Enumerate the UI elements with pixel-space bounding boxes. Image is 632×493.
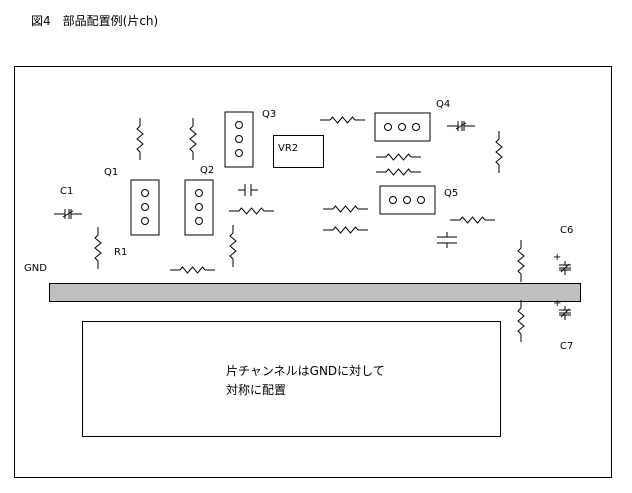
resistor-below-gnd-right: [517, 299, 525, 343]
note-line-2: 対称に配置: [226, 383, 287, 397]
resistor-left-q5-1: [322, 205, 369, 213]
vr2-label: VR2: [278, 143, 298, 154]
q4-label: Q4: [436, 99, 450, 110]
c6-plus: +: [553, 252, 561, 263]
q1-label: Q1: [104, 167, 118, 178]
resistor-near-gnd-left: [169, 266, 216, 274]
q3-label: Q3: [262, 109, 276, 120]
c1-capacitor: [53, 208, 83, 220]
gnd-bus: [49, 283, 581, 302]
capacitor-near-q4: [446, 120, 476, 132]
mirror-area-box: [82, 321, 501, 437]
figure-title: 図4 部品配置例(片ch): [31, 14, 159, 28]
resistor-left-q5-2: [322, 226, 369, 234]
resistor-top-center: [319, 116, 366, 124]
c7-plus: +: [553, 298, 561, 309]
resistor-under-q4-1: [375, 153, 422, 161]
board-outline: [14, 66, 612, 478]
resistor-above-gnd-right: [517, 239, 525, 283]
c6-label: C6: [560, 225, 573, 236]
q3-transistor: [224, 111, 254, 168]
r1-resistor: [94, 226, 102, 270]
c6-capacitor: [558, 260, 572, 276]
resistor-under-q4-2: [375, 168, 422, 176]
r1-label: R1: [114, 247, 127, 258]
resistor-above-q2: [189, 117, 197, 161]
capacitor-near-q3: [237, 183, 259, 197]
resistor-near-q3: [228, 207, 275, 215]
gnd-label: GND: [24, 263, 47, 274]
resistor-right-q5: [449, 216, 496, 224]
q4-transistor: [374, 112, 431, 142]
c7-label: C7: [560, 341, 573, 352]
q5-transistor: [379, 185, 436, 215]
q1-transistor: [130, 179, 160, 236]
resistor-below-q3: [229, 224, 237, 268]
c1-label: C1: [60, 186, 73, 197]
q2-label: Q2: [200, 165, 214, 176]
resistor-right-vertical: [495, 130, 503, 174]
q5-label: Q5: [444, 188, 458, 199]
capacitor-below-q5: [436, 231, 458, 249]
resistor-above-q1: [136, 117, 144, 161]
note-line-1: 片チャンネルはGNDに対して: [226, 364, 385, 378]
vr2-trimmer: [273, 135, 324, 168]
q2-transistor: [184, 179, 214, 236]
